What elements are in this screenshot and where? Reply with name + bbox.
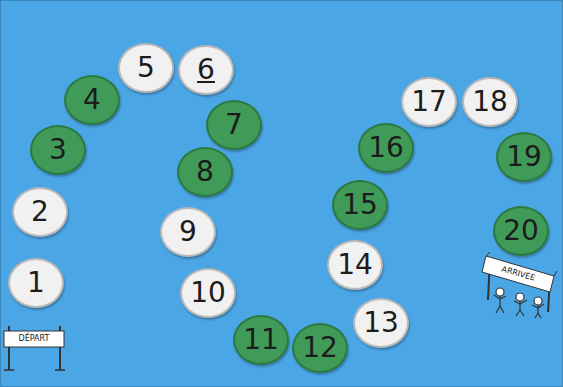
space-number: 3 — [49, 136, 67, 164]
game-space: 11 — [233, 315, 289, 365]
game-space: 1 — [8, 258, 64, 308]
space-number: 14 — [337, 251, 373, 279]
space-number: 2 — [31, 198, 49, 226]
game-space: 19 — [496, 132, 552, 182]
space-number: 18 — [472, 88, 508, 116]
game-space: 5 — [118, 43, 174, 93]
game-space: 17 — [401, 77, 457, 127]
space-number: 4 — [83, 86, 101, 114]
space-number: 11 — [243, 326, 279, 354]
game-space: 8 — [177, 147, 233, 197]
banner-text: DÉPART — [19, 335, 50, 343]
finish-figures — [494, 288, 544, 318]
banner-text: ARRIVÉE — [500, 265, 535, 282]
space-number: 12 — [302, 334, 338, 362]
space-number: 7 — [225, 111, 243, 139]
space-number: 6 — [197, 56, 215, 84]
game-space: 4 — [64, 75, 120, 125]
game-space: 16 — [358, 123, 414, 173]
space-number: 17 — [411, 88, 447, 116]
game-space: 14 — [327, 240, 383, 290]
space-number: 15 — [342, 191, 378, 219]
game-space: 6 — [178, 45, 234, 95]
space-number: 16 — [368, 134, 404, 162]
space-number: 10 — [190, 279, 226, 307]
start-banner — [4, 326, 65, 370]
game-space: 12 — [292, 323, 348, 373]
game-space: 10 — [180, 268, 236, 318]
space-number: 1 — [27, 269, 45, 297]
space-number: 20 — [503, 217, 539, 245]
game-space: 3 — [30, 125, 86, 175]
space-number: 5 — [137, 54, 155, 82]
game-space: 7 — [206, 100, 262, 150]
game-space: 15 — [332, 180, 388, 230]
game-space: 13 — [353, 298, 409, 348]
space-number: 13 — [363, 309, 399, 337]
game-space: 20 — [493, 206, 549, 256]
space-number: 19 — [506, 143, 542, 171]
space-number: 9 — [179, 218, 197, 246]
game-space: 2 — [12, 187, 68, 237]
game-space: 18 — [462, 77, 518, 127]
space-number: 8 — [196, 158, 214, 186]
game-space: 9 — [160, 207, 216, 257]
